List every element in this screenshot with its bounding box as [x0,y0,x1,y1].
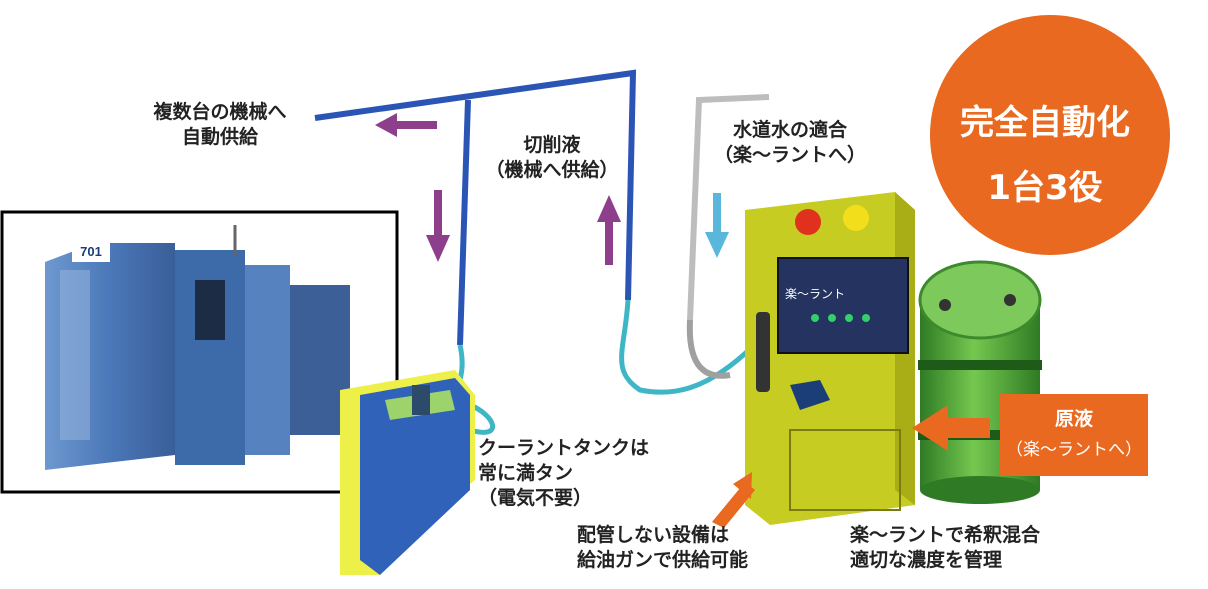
dilution-line2: 適切な濃度を管理 [850,549,1003,571]
gun-line1: 配管しない設備は [577,524,730,546]
multi-machine-line2: 自動供給 [181,126,258,148]
dilution-line1: 楽～ラントで希釈混合 [850,524,1041,546]
mixing-unit: 楽～ラント [745,192,915,525]
main-pipe [314,69,637,346]
gun-line2: 給油ガンで供給可能 [577,549,749,571]
stock-line1: 原液 [1054,408,1093,430]
cutting-fluid-label: 切削液 （機械へ供給） [482,133,622,183]
stock-arrow-left-icon [912,405,990,451]
tap-water-line2: （楽～ラントへ） [713,144,866,166]
cutting-fluid-line1: 切削液 [523,134,581,156]
unit-name: 楽～ラント [785,287,845,301]
arrow-up-icon [597,195,621,265]
arrow-pointer-icon [712,472,755,528]
tank-line3: （電気不要） [478,487,593,509]
stock-line2: （楽～ラントへ） [1006,440,1142,460]
automation-badge [924,9,1176,261]
coolant-tank [340,370,475,575]
tank-line2: 常に満タン [478,462,574,484]
tank-line1: クーラントタンクは [478,437,650,459]
tank-label: クーラントタンクは 常に満タン （電気不要） [478,436,649,511]
arrow-left-icon [375,113,437,137]
tap-water-pipe [687,94,770,321]
tap-water-label: 水道水の適合 （楽～ラントへ） [700,118,880,168]
badge-line2: 1台3役 [987,168,1103,208]
gun-label: 配管しない設備は 給油ガンで供給可能 [577,523,748,573]
cutting-fluid-line2: （機械へ供給） [485,159,619,181]
machine-brand: 701 [80,244,102,259]
multi-machine-line1: 複数台の機械へ [153,101,287,123]
machining-center: 701 [45,225,350,470]
water-arrow-down-icon [705,193,729,258]
multi-machine-label: 複数台の機械へ 自動供給 [130,100,310,150]
badge-line1: 完全自動化 [960,103,1130,143]
tap-water-line1: 水道水の適合 [732,119,847,141]
stock-solution-box: 原液 （楽～ラントへ） [1000,394,1148,476]
arrow-down-icon [426,190,450,262]
dilution-label: 楽～ラントで希釈混合 適切な濃度を管理 [850,523,1040,573]
